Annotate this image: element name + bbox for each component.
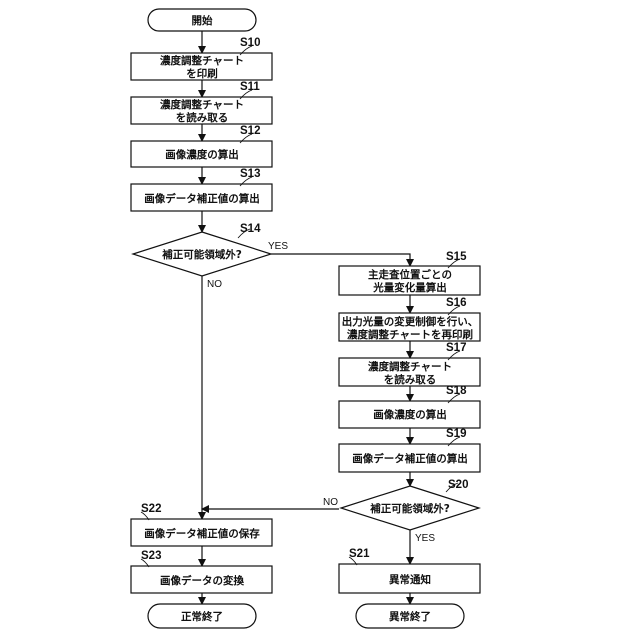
s10-text-line1: 濃度調整チャート [160, 54, 244, 67]
s23-step-label: S23 [141, 550, 161, 562]
s23-text: 画像データの変換 [160, 574, 244, 587]
s10-step-label: S10 [240, 37, 260, 49]
s14-no-label: NO [207, 279, 222, 290]
end-abnormal-label: 異常終了 [389, 610, 431, 623]
decision-s20: 補正可能領域外? S20 NO YES [323, 479, 479, 544]
decision-s14: 補正可能領域外? S14 YES NO [133, 223, 288, 290]
s20-step-label: S20 [448, 479, 468, 491]
s21-text: 異常通知 [389, 573, 431, 586]
s20-no-label: NO [323, 497, 338, 508]
s16-text-line2: 濃度調整チャートを再印刷 [347, 328, 473, 341]
s14-yes-label: YES [268, 241, 288, 252]
s11-text-line1: 濃度調整チャート [160, 98, 244, 111]
start-label: 開始 [192, 14, 213, 27]
s19-step-label: S19 [446, 428, 466, 440]
s16-text-line1: 出力光量の変更制御を行い、 [342, 315, 479, 328]
s16-step-label: S16 [446, 297, 466, 309]
s20-text: 補正可能領域外? [369, 502, 450, 515]
s17-step-label: S17 [446, 342, 466, 354]
end-normal-terminal: 正常終了 [148, 604, 256, 628]
s14-step-label: S14 [240, 223, 261, 235]
s15-text-line1: 主走査位置ごとの [368, 268, 452, 281]
s22-text: 画像データ補正値の保存 [144, 527, 260, 540]
end-normal-label: 正常終了 [181, 610, 223, 623]
s12-step-label: S12 [240, 125, 260, 137]
s12-text: 画像濃度の算出 [165, 148, 239, 161]
s19-text: 画像データ補正値の算出 [352, 452, 468, 465]
s13-step-label: S13 [240, 168, 260, 180]
arrow-s14-yes-s15 [271, 254, 410, 266]
s15-step-label: S15 [446, 251, 467, 263]
s15-text-line2: 光量変化量算出 [372, 281, 447, 294]
s17-text-line1: 濃度調整チャート [368, 360, 452, 373]
s14-text: 補正可能領域外? [161, 248, 242, 261]
end-abnormal-terminal: 異常終了 [356, 604, 464, 628]
s17-text-line2: を読み取る [384, 373, 437, 386]
s11-text-line2: を読み取る [176, 111, 229, 124]
s13-text: 画像データ補正値の算出 [144, 192, 260, 205]
s21-step-label: S21 [349, 548, 370, 560]
s22-step-label: S22 [141, 503, 161, 515]
start-terminal: 開始 [148, 9, 256, 31]
s18-step-label: S18 [446, 385, 467, 397]
s20-yes-label: YES [415, 533, 435, 544]
s10-text-line2: を印刷 [186, 67, 218, 80]
s18-text: 画像濃度の算出 [373, 408, 447, 421]
s11-step-label: S11 [240, 81, 260, 93]
